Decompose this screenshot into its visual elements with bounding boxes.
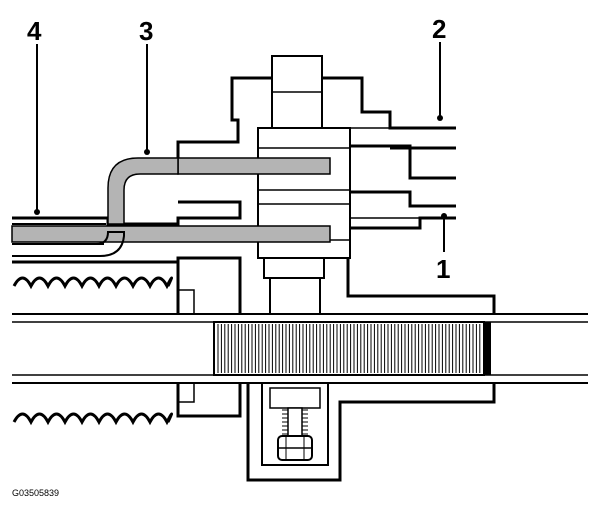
adjuster-bolt [261, 382, 329, 466]
fluid-tubes [11, 157, 331, 257]
figure-id: G03505839 [12, 488, 59, 498]
valve-housing [12, 76, 496, 482]
callout-2: 2 [432, 14, 446, 44]
bellows-boot [12, 276, 173, 426]
callout-1: 1 [436, 254, 450, 284]
callout-4: 4 [27, 16, 42, 46]
rack-teeth [213, 321, 491, 376]
callout-3: 3 [139, 16, 153, 46]
pinion-shaft [257, 55, 456, 315]
leader-lines [34, 42, 447, 252]
